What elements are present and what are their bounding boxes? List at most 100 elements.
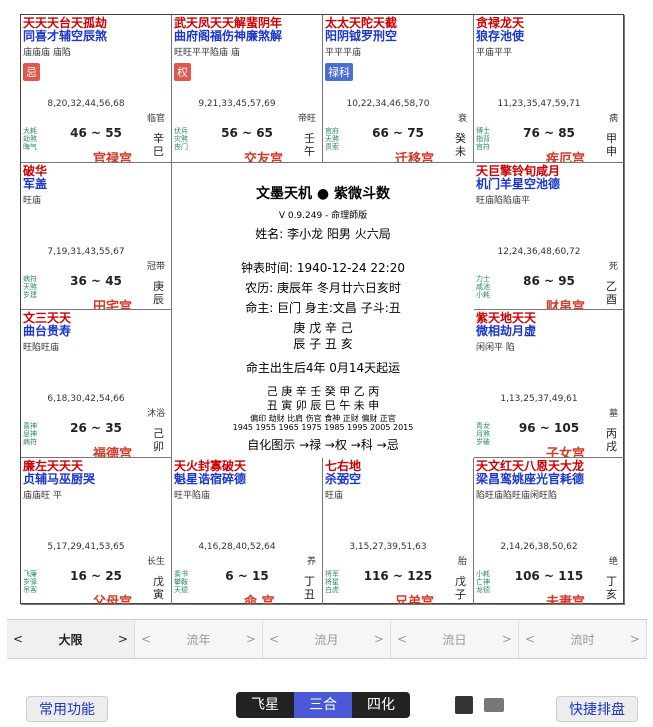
decade-range: 46 ~ 55 xyxy=(70,126,122,140)
god-line: 官符 xyxy=(476,143,490,151)
god-line: 岁驿 xyxy=(23,577,37,586)
print-icon[interactable] xyxy=(484,698,504,712)
palace-gods: 将军将星白虎 xyxy=(325,570,339,594)
star-line: 曲台贵寿 xyxy=(23,324,72,338)
god-line: 岁建 xyxy=(23,290,37,299)
star-line: 梁昌鸾姚座光官耗德 xyxy=(476,471,585,486)
prev-arrow[interactable]: < xyxy=(141,632,152,646)
palace-gods: 大耗劫煞晦气 xyxy=(23,127,37,151)
decade-range: 66 ~ 75 xyxy=(372,126,424,140)
prev-arrow[interactable]: < xyxy=(397,632,408,646)
quick-chart-button[interactable]: 快捷排盘 xyxy=(556,696,638,722)
god-line: 龙德 xyxy=(476,585,490,594)
age-list: 3,15,27,39,51,63 xyxy=(349,541,427,552)
palace-stars: 天巨擎铃旬咸月机门羊星空池德 xyxy=(476,164,560,191)
stem-branch: 壬午 xyxy=(304,132,315,158)
next-arrow[interactable]: > xyxy=(373,632,384,646)
palace-gods: 青龙月煞岁破 xyxy=(476,422,490,446)
next-arrow[interactable]: > xyxy=(117,632,128,646)
save-icon[interactable] xyxy=(455,696,473,714)
palace-gods: 官府天煞贯索 xyxy=(325,127,339,151)
palace-stars: 紫天地天天微相劫月虚 xyxy=(476,312,536,338)
god-line: 攀鞍 xyxy=(174,577,188,586)
palace-stars: 贪禄龙天狼存池使 xyxy=(476,17,524,43)
palace-name: 父母宫 xyxy=(93,594,133,605)
god-line: 天煞 xyxy=(325,135,339,143)
palace-gods: 喜神息神病符 xyxy=(23,422,37,446)
god-line: 贯索 xyxy=(325,143,339,151)
god-line: 劫煞 xyxy=(23,135,37,143)
liunian-tab[interactable]: <流年> xyxy=(135,620,263,658)
god-line: 博士 xyxy=(476,127,490,135)
next-arrow[interactable]: > xyxy=(629,632,640,646)
next-arrow[interactable]: > xyxy=(245,632,256,646)
brightness: 闲闲平 陷 xyxy=(476,343,515,353)
center-master: 命主: 巨门 身主:文昌 子斗:丑 xyxy=(245,300,401,315)
center-legend: 自化图示 →禄 →权 →科 →忌 xyxy=(247,437,399,452)
age-list: 12,24,36,48,60,72 xyxy=(497,246,581,257)
brightness: 旺庙 xyxy=(23,195,42,206)
palace-gods: 小耗亡神龙德 xyxy=(476,570,490,594)
god-line: 指背 xyxy=(476,135,490,143)
age-list: 8,20,32,44,56,68 xyxy=(47,99,125,109)
god-line: 大耗 xyxy=(23,127,37,135)
common-functions-button[interactable]: 常用功能 xyxy=(26,696,108,722)
star-line: 七右地 xyxy=(325,458,362,473)
decade-range: 56 ~ 65 xyxy=(221,126,273,140)
life-stage: 冠带 xyxy=(146,261,165,272)
god-line: 飞廉 xyxy=(23,569,37,578)
palace-stars: 太太天陀天截阳阴钺罗刑空 xyxy=(325,17,397,43)
decade-range: 86 ~ 95 xyxy=(523,273,575,288)
age-list: 9,21,33,45,57,69 xyxy=(198,99,276,109)
time-nav-bar: <大限> <流年> < 流月 > <流日> <流时> xyxy=(7,619,647,659)
stem-branch: 丁亥 xyxy=(606,574,617,601)
prev-arrow[interactable]: < xyxy=(525,632,536,646)
liushi-tab[interactable]: <流时> xyxy=(519,620,647,658)
god-line: 亡神 xyxy=(476,577,490,586)
age-list: 1,13,25,37,49,61 xyxy=(500,394,578,404)
palace-name: 官禄宫 xyxy=(93,152,133,163)
star-line: 魁星诰宿碎德 xyxy=(174,471,247,486)
stem-branch: 辛巳 xyxy=(153,132,164,158)
brightness: 平平平庙 xyxy=(325,48,362,58)
prev-arrow[interactable]: < xyxy=(269,632,280,646)
sanhe-tab[interactable]: 三合 xyxy=(294,692,352,718)
liuri-tab[interactable]: <流日> xyxy=(391,620,519,658)
center-clock: 钟表时间: 1940-12-24 22:20 xyxy=(241,260,405,275)
god-line: 息神 xyxy=(23,430,37,438)
palace-name: 迁移宫 xyxy=(395,152,435,163)
center-version: V 0.9.249 - 命理師版 xyxy=(278,210,368,221)
prev-arrow[interactable]: < xyxy=(13,632,24,646)
next-arrow[interactable]: > xyxy=(501,632,512,646)
palace-gods: 力士咸池小耗 xyxy=(476,275,490,299)
feixing-tab[interactable]: 飞星 xyxy=(251,697,279,713)
liuyue-label: 流月 xyxy=(314,632,339,647)
liuyue-tab[interactable]: < 流月 > xyxy=(263,620,391,658)
star-line: 紫天地天天 xyxy=(476,311,537,325)
palace-name: 命 宫 xyxy=(244,594,275,605)
decade-range: 106 ~ 115 xyxy=(514,568,584,583)
life-stage: 墓 xyxy=(608,409,618,419)
center-bazi-top: 庚 戊 辛 己 xyxy=(293,320,353,335)
stem-branch: 甲申 xyxy=(606,132,617,158)
god-line: 伏兵 xyxy=(174,127,188,135)
dayun-tab[interactable]: <大限> xyxy=(7,620,135,658)
brightness: 庙庙旺 平 xyxy=(23,490,62,501)
god-line: 晦气 xyxy=(23,143,37,151)
sihua-tab[interactable]: 四化 xyxy=(367,697,395,713)
stem-branch: 庚辰 xyxy=(153,279,164,306)
